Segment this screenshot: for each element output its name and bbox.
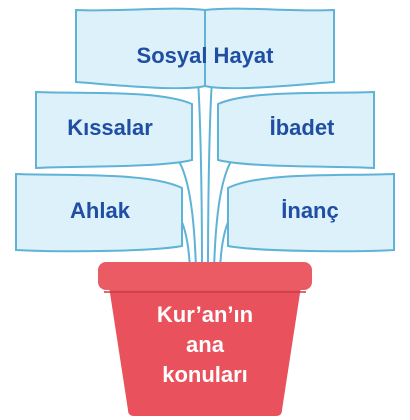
leaf-low-left: [15, 172, 183, 253]
pot-caption-line-2: ana: [186, 332, 224, 357]
leaf-top-right: [204, 7, 335, 90]
branch-label-ahlak: Ahlak: [70, 198, 130, 223]
leaf-mid-left: [35, 90, 193, 170]
branch-label-ibadet: İbadet: [269, 115, 335, 140]
leaf-low-right: [227, 172, 395, 253]
pot-caption-line-3: konuları: [162, 362, 248, 387]
pot-body: [108, 280, 302, 416]
pot-rim: [98, 262, 312, 290]
pot: [98, 262, 312, 416]
leaf-top-left: [75, 7, 206, 90]
pot-caption-line-1: Kur’an’ın: [156, 302, 254, 327]
branch-label-sosyal-hayat: Sosyal Hayat: [136, 43, 274, 68]
branch-label-inanc: İnanç: [281, 198, 339, 223]
pot-caption: Kur’an’ın ana konuları: [120, 300, 290, 390]
leaf-mid-right: [217, 90, 375, 170]
branch-label-kissalar: Kıssalar: [67, 115, 153, 140]
